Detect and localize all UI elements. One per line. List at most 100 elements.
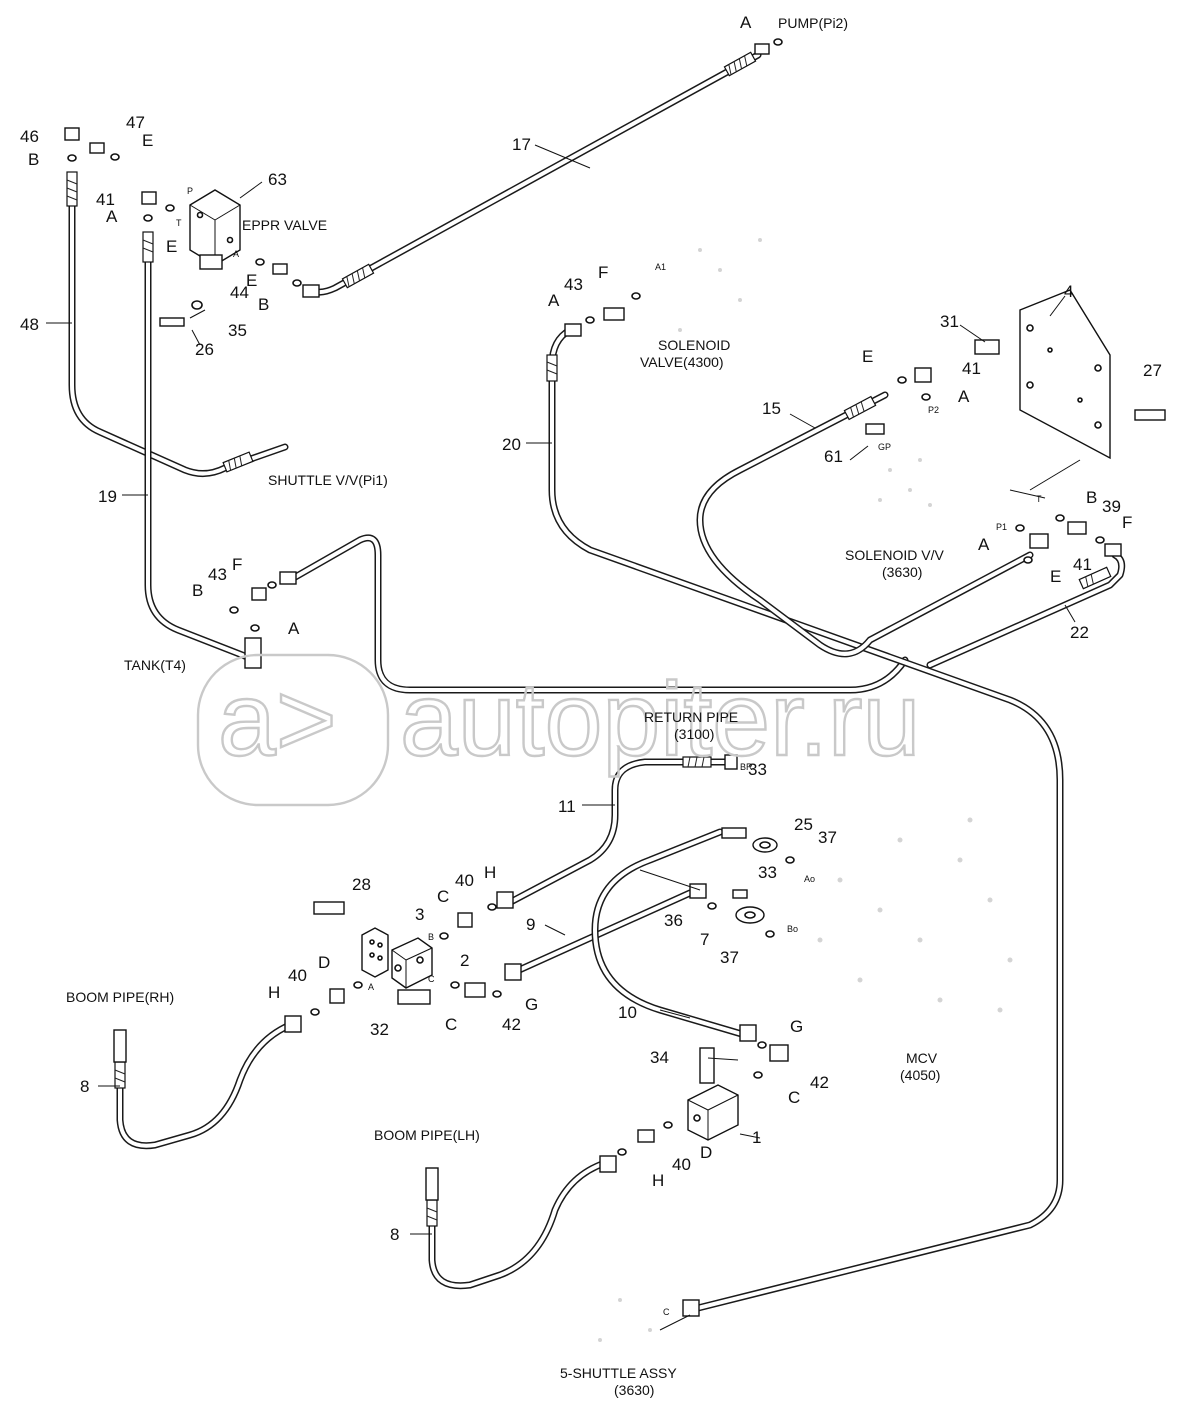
port-letter-a: A — [106, 207, 118, 226]
components — [189, 189, 1111, 1141]
part-number-43: 43 — [208, 565, 227, 584]
small-port-labels: P T A A1 P2 GP T P1 BR Ao Bo B A C C — [176, 186, 1042, 1317]
port-label-p2: P2 — [928, 405, 939, 415]
port-label-b: B — [428, 932, 434, 942]
flange-7 — [735, 906, 765, 924]
hose-9 — [504, 889, 694, 979]
ferrule-8-rh — [114, 1061, 126, 1089]
fittings — [64, 38, 1166, 1317]
ferrule-15 — [843, 395, 877, 421]
ferrule-48-end — [222, 451, 254, 473]
part-number-37: 37 — [818, 828, 837, 847]
part-number-17: 17 — [512, 135, 531, 154]
port-letter-a: A — [548, 291, 560, 310]
part-number-1: 1 — [752, 1128, 761, 1147]
ghosted-components — [598, 238, 1013, 1342]
port-label-ao: Ao — [804, 874, 815, 884]
port-letter-b: B — [28, 150, 39, 169]
part-number-33: 33 — [758, 863, 777, 882]
part-number-28: 28 — [352, 875, 371, 894]
callouts: PUMP(Pi2) EPPR VALVE SOLENOID VALVE(4300… — [66, 15, 944, 1398]
part-number-20: 20 — [502, 435, 521, 454]
port-letter-e: E — [246, 271, 257, 290]
ghost-mcv — [817, 817, 1013, 1013]
part-number-37: 37 — [720, 948, 739, 967]
part-number-31: 31 — [940, 312, 959, 331]
port-letter-b: B — [192, 581, 203, 600]
port-letter-e: E — [166, 237, 177, 256]
hose-ferrules — [66, 51, 1112, 1227]
part-number-44: 44 — [230, 283, 249, 302]
watermark-site: autopiter.ru — [400, 662, 920, 778]
part-number-33: 33 — [748, 760, 767, 779]
callout-boom-pipe-lh: BOOM PIPE(LH) — [374, 1127, 480, 1143]
part-number-11: 11 — [558, 797, 576, 816]
part-numbers: 46 47 17 63 41 44 26 35 48 19 43 43 20 4… — [20, 113, 1162, 1244]
port-label-c: C — [428, 974, 435, 984]
port-letter-e: E — [862, 347, 873, 366]
part-number-63: 63 — [268, 170, 287, 189]
block-1 — [687, 1084, 739, 1141]
port-letter-a: A — [978, 535, 990, 554]
port-letter-b: B — [1086, 488, 1097, 507]
hose-return — [286, 534, 909, 694]
part-number-4: 4 — [1064, 282, 1073, 301]
part-number-27: 27 — [1143, 361, 1162, 380]
callout-pump: PUMP(Pi2) — [778, 15, 848, 31]
callout-boom-pipe-rh: BOOM PIPE(RH) — [66, 989, 174, 1005]
ferrule-17-bottom — [341, 263, 375, 289]
callout-5-shuttle-line1: 5-SHUTTLE ASSY — [560, 1365, 677, 1381]
callout-solenoid-valve-line2: VALVE(4300) — [640, 354, 724, 370]
port-letter-h: H — [268, 983, 280, 1002]
hose-19 — [144, 236, 259, 664]
callout-shuttle-vv: SHUTTLE V/V(Pi1) — [268, 472, 388, 488]
hoses — [68, 51, 1126, 1314]
callout-5-shuttle-line2: (3630) — [614, 1382, 654, 1398]
port-label-a: A — [233, 249, 239, 259]
mounting-plate — [1019, 289, 1111, 460]
hose-10 — [591, 828, 749, 1039]
part-number-41: 41 — [962, 359, 981, 378]
port-letter-f: F — [1122, 513, 1132, 532]
ferrule-11 — [682, 756, 712, 768]
callout-eppr-valve: EPPR VALVE — [242, 217, 327, 233]
hose-11 — [501, 758, 729, 909]
part-number-34: 34 — [650, 1048, 669, 1067]
port-label-bo: Bo — [787, 924, 798, 934]
watermark: a> autopiter.ru — [196, 653, 922, 807]
hose-22 — [926, 551, 1126, 669]
part-number-36: 36 — [664, 911, 683, 930]
part-number-42: 42 — [502, 1015, 521, 1034]
part-number-41: 41 — [96, 190, 115, 209]
port-letter-d: D — [318, 953, 330, 972]
part-number-2: 2 — [460, 951, 469, 970]
port-letter-c: C — [437, 887, 449, 906]
callout-solenoid-valve-line1: SOLENOID — [658, 337, 730, 353]
part-number-42: 42 — [810, 1073, 829, 1092]
part-number-25: 25 — [794, 815, 813, 834]
callout-return-pipe-line2: (3100) — [674, 726, 714, 742]
port-label-p: P — [187, 186, 193, 196]
part-number-35: 35 — [228, 321, 247, 340]
hose-8-rh — [116, 1021, 294, 1150]
part-number-7: 7 — [700, 930, 709, 949]
port-label-a: A — [368, 982, 374, 992]
part-number-26: 26 — [195, 340, 214, 359]
part-number-48: 48 — [20, 315, 39, 334]
part-number-32: 32 — [370, 1020, 389, 1039]
part-number-15: 15 — [762, 399, 781, 418]
callout-mcv-line1: MCV — [906, 1050, 938, 1066]
flange-25 — [752, 837, 778, 853]
part-number-41: 41 — [1073, 555, 1092, 574]
part-number-47: 47 — [126, 113, 145, 132]
port-label-a1: A1 — [655, 262, 666, 272]
port-letter-h: H — [484, 863, 496, 882]
ghost-solenoid-vv — [878, 458, 932, 507]
part-number-61: 61 — [824, 447, 843, 466]
callout-return-pipe-line1: RETURN PIPE — [644, 709, 738, 725]
ferrule-19-top — [142, 231, 154, 263]
port-label-t: T — [1036, 494, 1042, 504]
watermark-logo: a> — [218, 662, 337, 778]
port-letter-g: G — [525, 995, 538, 1014]
